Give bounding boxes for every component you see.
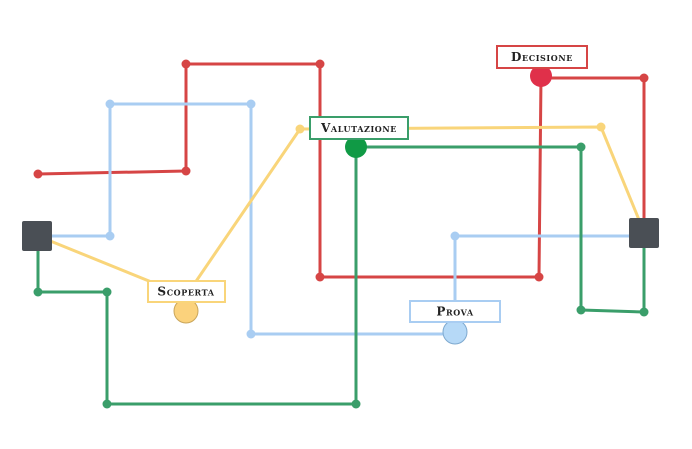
route-waypoint-blue bbox=[246, 99, 256, 109]
terminal-right[interactable] bbox=[629, 218, 659, 248]
route-waypoint-red bbox=[33, 169, 43, 179]
route-waypoint-green bbox=[33, 287, 43, 297]
route-line-yellow bbox=[37, 125, 646, 298]
route-waypoint-red bbox=[315, 59, 325, 69]
route-waypoint-blue bbox=[246, 329, 256, 339]
label-valutazione-text: Valutazione bbox=[320, 121, 397, 135]
route-waypoint-red bbox=[315, 272, 325, 282]
route-waypoint-blue bbox=[105, 99, 115, 109]
route-waypoint-green bbox=[639, 307, 649, 317]
route-line-green bbox=[36, 145, 646, 406]
station-node-prova[interactable] bbox=[442, 319, 468, 345]
route-waypoint-red bbox=[534, 272, 544, 282]
route-waypoint-green bbox=[576, 142, 586, 152]
routes bbox=[33, 59, 649, 409]
route-line-red bbox=[37, 62, 646, 279]
route-waypoint-green bbox=[102, 399, 112, 409]
route-waypoint-blue bbox=[105, 231, 115, 241]
route-waypoint-green bbox=[576, 305, 586, 315]
label-prova[interactable]: Prova bbox=[409, 300, 501, 323]
route-waypoint-red bbox=[639, 73, 649, 83]
route-waypoint-blue bbox=[450, 231, 460, 241]
route-waypoint-yellow bbox=[596, 122, 606, 132]
label-scoperta-text: Scoperta bbox=[157, 285, 214, 299]
label-prova-text: Prova bbox=[436, 305, 473, 319]
route-waypoint-yellow bbox=[295, 124, 305, 134]
route-waypoint-red bbox=[181, 166, 191, 176]
label-scoperta[interactable]: Scoperta bbox=[147, 280, 226, 303]
station-node-valutazione[interactable] bbox=[345, 136, 367, 158]
route-waypoint-green bbox=[351, 399, 361, 409]
terminal-left[interactable] bbox=[22, 221, 52, 251]
station-node-decisione[interactable] bbox=[530, 65, 552, 87]
label-decisione[interactable]: Decisione bbox=[496, 45, 588, 69]
label-decisione-text: Decisione bbox=[511, 50, 573, 64]
label-valutazione[interactable]: Valutazione bbox=[309, 116, 409, 140]
route-waypoint-green bbox=[102, 287, 112, 297]
route-line-blue bbox=[38, 102, 644, 336]
route-waypoint-red bbox=[181, 59, 191, 69]
